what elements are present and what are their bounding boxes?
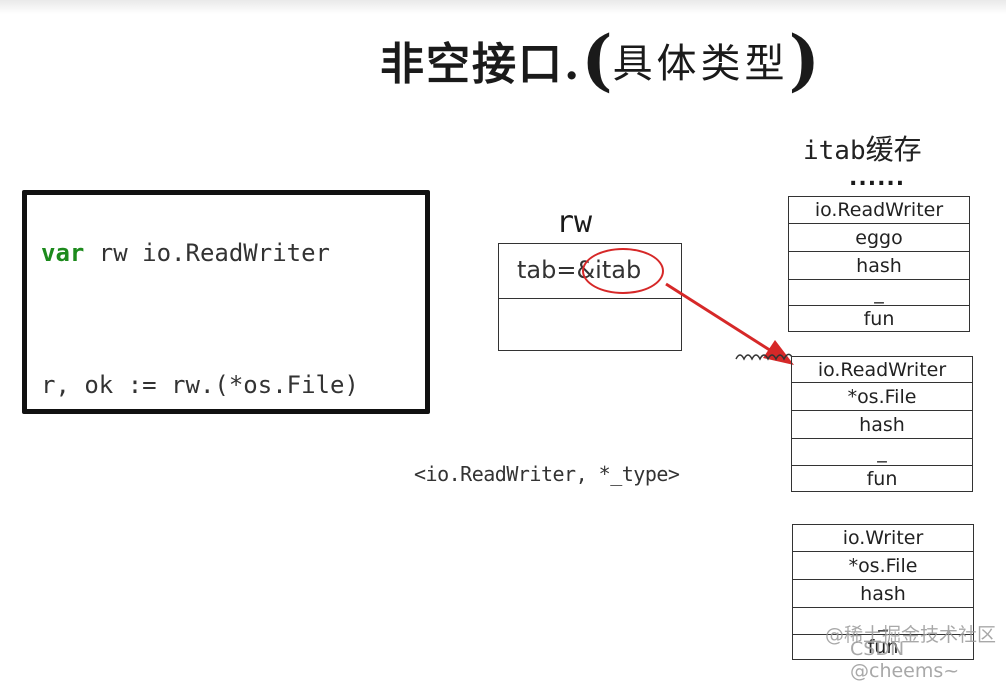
itab-cache-title-cjk: 缓存 xyxy=(865,133,922,166)
itab-cell-fun: fun xyxy=(866,467,898,490)
title-paren-close: ) xyxy=(788,21,820,99)
itab-cell-type: *os.File xyxy=(792,383,972,411)
top-gradient-bar xyxy=(0,0,1006,14)
code-line-declaration: var rw io.ReadWriter xyxy=(41,239,330,267)
ellipsis-dots: ...... xyxy=(849,166,906,191)
code-line-assertion: r, ok := rw.(*os.File) xyxy=(41,371,359,399)
itab-cache-title-latin: itab xyxy=(803,136,866,166)
title-paren-open: ( xyxy=(581,21,613,99)
page-title: 非空接口. ( 具体类型 ) xyxy=(380,20,820,100)
itab-cell-pad: _ xyxy=(792,439,972,466)
code-declaration-rest: rw io.ReadWriter xyxy=(84,239,330,267)
watermark-community: @稀土掘金技术社区 xyxy=(825,624,997,646)
rw-variable-label: rw xyxy=(556,205,593,240)
itab-cell-inter: io.ReadWriter xyxy=(789,197,969,224)
itab-table-1: io.ReadWriter eggo hash _ fun xyxy=(788,196,970,332)
code-keyword-var: var xyxy=(41,239,85,267)
itab-cache-title: itab缓存 xyxy=(803,128,922,168)
itab-cell-fun: fun xyxy=(863,307,895,330)
squiggle-mark xyxy=(735,353,793,361)
itab-cell-fun: fun xyxy=(867,636,899,658)
itab-cell-hash: hash xyxy=(792,411,972,439)
itab-cell-pad: _ xyxy=(789,280,969,306)
code-box: var rw io.ReadWriter r, ok := rw.(*os.Fi… xyxy=(22,190,430,414)
itab-cell-type: *os.File xyxy=(793,552,973,580)
rw-tab-prefix: tab= xyxy=(517,256,577,284)
itab-cell-pad: _ xyxy=(793,608,973,635)
title-subtitle: 具体类型 xyxy=(612,41,789,87)
pointer-arrow-line xyxy=(665,282,777,356)
title-main: 非空接口. xyxy=(380,39,582,90)
itab-cell-type: eggo xyxy=(789,224,969,252)
watermark-author: CSDN @cheems~ xyxy=(850,638,960,682)
itab-cell-inter: io.Writer xyxy=(793,525,973,552)
itab-table-2: io.ReadWriter *os.File hash _ fun xyxy=(791,356,973,492)
itab-cell-hash: hash xyxy=(793,580,973,608)
highlight-circle xyxy=(582,248,664,294)
itab-table-3: io.Writer *os.File hash _ fun xyxy=(792,524,974,660)
type-pair-label: <io.ReadWriter, *_type> xyxy=(414,462,680,486)
itab-cell-inter: io.ReadWriter xyxy=(792,357,972,383)
itab-cell-hash: hash xyxy=(789,252,969,280)
